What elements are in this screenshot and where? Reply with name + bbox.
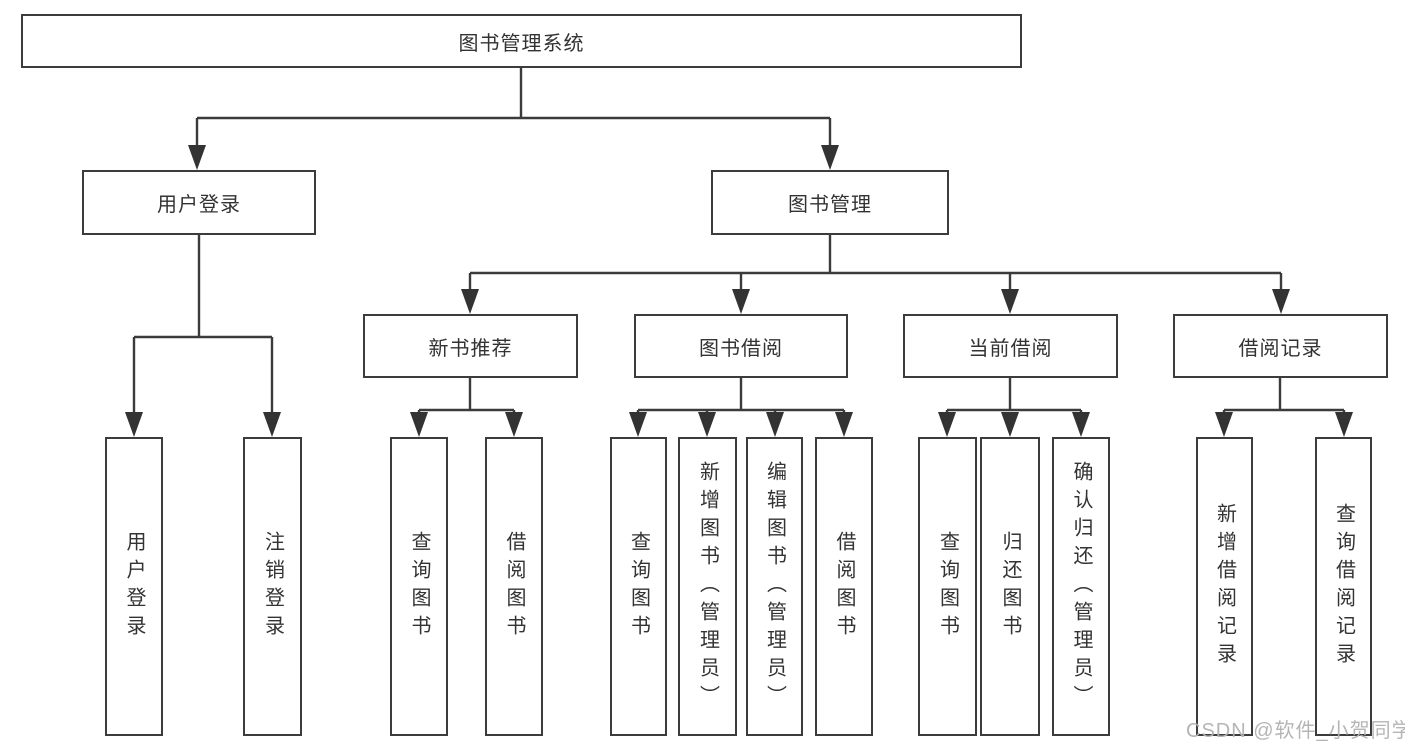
leaf-logout: 注销登录 (243, 437, 302, 736)
arrow-down-icon (698, 412, 716, 437)
node-label: 借阅图书 (503, 530, 525, 643)
leaf-query-books-borrow: 查询图书 (610, 437, 667, 736)
connector-userlogin-to-leaves (132, 235, 274, 416)
arrow-down-icon (1335, 412, 1353, 437)
node-label: 图书管理 (788, 194, 872, 216)
connector-root-to-level2 (195, 68, 832, 150)
node-user-login: 用户登录 (82, 170, 316, 235)
node-label: 用户登录 (157, 194, 241, 216)
connector-newbook-to-leaves (417, 378, 516, 417)
arrow-down-icon (188, 145, 206, 170)
arrow-down-icon (1215, 412, 1233, 437)
node-label: 当前借阅 (968, 337, 1053, 360)
arrow-down-icon (1272, 289, 1290, 314)
connector-records-to-leaves (1222, 378, 1346, 417)
arrow-down-icon (835, 412, 853, 437)
node-book-borrowing: 图书借阅 (634, 314, 848, 378)
connector-bookmgmt-to-level3 (468, 235, 1283, 292)
node-label: 借阅图书 (833, 530, 855, 643)
node-label: 查询借阅记录 (1332, 502, 1355, 671)
arrow-down-icon (410, 412, 428, 437)
arrow-down-icon (766, 412, 784, 437)
leaf-query-borrow-record: 查询借阅记录 (1315, 437, 1372, 736)
leaf-confirm-return-admin: 确认归还（管理员） (1052, 437, 1110, 736)
csdn-watermark: CSDN @软件_小贺同学 (1186, 720, 1405, 742)
node-label: 图书管理系统 (458, 32, 585, 55)
node-label: 新增图书（管理员） (696, 460, 719, 713)
node-label: 编辑图书（管理员） (763, 460, 786, 713)
arrow-down-icon (461, 289, 479, 314)
leaf-add-books-admin: 新增图书（管理员） (678, 437, 737, 736)
node-current-borrowing: 当前借阅 (903, 314, 1118, 378)
node-label: 新增借阅记录 (1213, 502, 1236, 671)
leaf-add-borrow-record: 新增借阅记录 (1196, 437, 1253, 736)
leaf-user-login: 用户登录 (105, 437, 163, 736)
node-label: 确认归还（管理员） (1070, 460, 1092, 713)
leaf-borrow-books: 借阅图书 (815, 437, 873, 736)
node-label: 归还图书 (999, 530, 1021, 643)
node-label: 用户登录 (123, 530, 145, 643)
node-borrow-records: 借阅记录 (1173, 314, 1388, 378)
arrow-down-icon (938, 412, 956, 437)
arrow-down-icon (125, 412, 143, 437)
connector-borrow-to-leaves (636, 378, 846, 417)
arrow-down-icon (821, 145, 839, 170)
node-root-system: 图书管理系统 (21, 14, 1022, 68)
node-label: 借阅记录 (1238, 337, 1323, 360)
arrow-down-icon (263, 412, 281, 437)
node-new-book-recommendation: 新书推荐 (363, 314, 578, 378)
leaf-query-books-recommend: 查询图书 (390, 437, 448, 736)
arrow-down-icon (1001, 412, 1019, 437)
node-label: 查询图书 (408, 530, 430, 643)
node-book-management: 图书管理 (711, 170, 949, 235)
node-label: 图书借阅 (699, 337, 783, 360)
node-label: 查询图书 (936, 530, 959, 643)
node-label: 查询图书 (627, 530, 650, 643)
connector-current-to-leaves (945, 378, 1083, 417)
arrow-down-icon (505, 412, 523, 437)
node-label: 注销登录 (261, 530, 284, 643)
leaf-query-books-current: 查询图书 (918, 437, 977, 736)
leaf-return-books: 归还图书 (980, 437, 1040, 736)
arrow-down-icon (732, 289, 750, 314)
arrow-down-icon (1072, 412, 1090, 437)
node-label: 新书推荐 (428, 337, 513, 360)
arrow-down-icon (629, 412, 647, 437)
leaf-borrow-books-recommend: 借阅图书 (485, 437, 543, 736)
leaf-edit-books-admin: 编辑图书（管理员） (746, 437, 803, 736)
arrow-down-icon (1001, 289, 1019, 314)
